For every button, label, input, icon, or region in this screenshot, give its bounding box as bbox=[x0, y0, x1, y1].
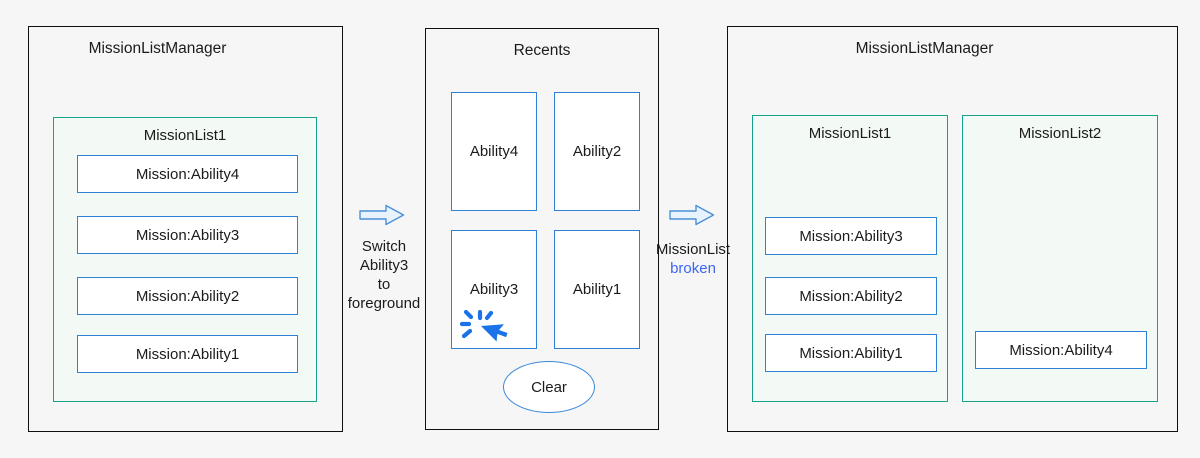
panel-title: MissionListManager bbox=[855, 40, 994, 57]
recents-title: Recents bbox=[513, 42, 571, 59]
mission-list2-box: MissionList2 Mission:Ability4 bbox=[962, 115, 1158, 402]
mission-list-title: MissionList1 bbox=[808, 125, 892, 142]
mission-list-manager-panel-before: MissionListManager MissionList1 Mission:… bbox=[28, 26, 343, 432]
mission-list1-box: MissionList1 Mission:Ability3 Mission:Ab… bbox=[752, 115, 948, 402]
recents-panel: Recents Ability4 Ability2 Ability3 Abili… bbox=[425, 28, 659, 430]
mission-item: Mission:Ability4 bbox=[77, 155, 298, 193]
mission-list-manager-panel-after: MissionListManager MissionList1 Mission:… bbox=[727, 26, 1178, 432]
click-cursor-icon bbox=[460, 310, 508, 342]
flow-caption-broken: MissionList broken bbox=[648, 240, 738, 278]
mission-item: Mission:Ability1 bbox=[77, 335, 298, 373]
caption-line: foreground bbox=[347, 295, 421, 312]
mission-item: Mission:Ability1 bbox=[765, 334, 937, 372]
caption-line: MissionList bbox=[655, 241, 731, 258]
mission-list-title: MissionList1 bbox=[143, 127, 227, 144]
ability-card: Ability4 bbox=[451, 92, 537, 211]
mission-list-title: MissionList2 bbox=[1018, 125, 1102, 142]
mission-item: Mission:Ability3 bbox=[765, 217, 937, 255]
flow-arrow-icon bbox=[359, 204, 405, 226]
ability-card: Ability1 bbox=[554, 230, 640, 349]
flow-caption-switch: Switch Ability3 to foreground bbox=[340, 237, 428, 313]
ability-card: Ability2 bbox=[554, 92, 640, 211]
caption-line-broken: broken bbox=[670, 260, 716, 277]
panel-title: MissionListManager bbox=[88, 40, 227, 57]
mission-item: Mission:Ability4 bbox=[975, 331, 1147, 369]
caption-line: Switch bbox=[361, 238, 407, 255]
mission-item: Mission:Ability3 bbox=[77, 216, 298, 254]
mission-item: Mission:Ability2 bbox=[765, 277, 937, 315]
caption-line: Ability3 bbox=[359, 257, 409, 274]
mission-item: Mission:Ability2 bbox=[77, 277, 298, 315]
mission-list1-box: MissionList1 Mission:Ability4 Mission:Ab… bbox=[53, 117, 317, 402]
caption-line: to bbox=[377, 276, 391, 293]
flow-arrow-icon bbox=[669, 204, 715, 226]
clear-button: Clear bbox=[503, 361, 595, 413]
